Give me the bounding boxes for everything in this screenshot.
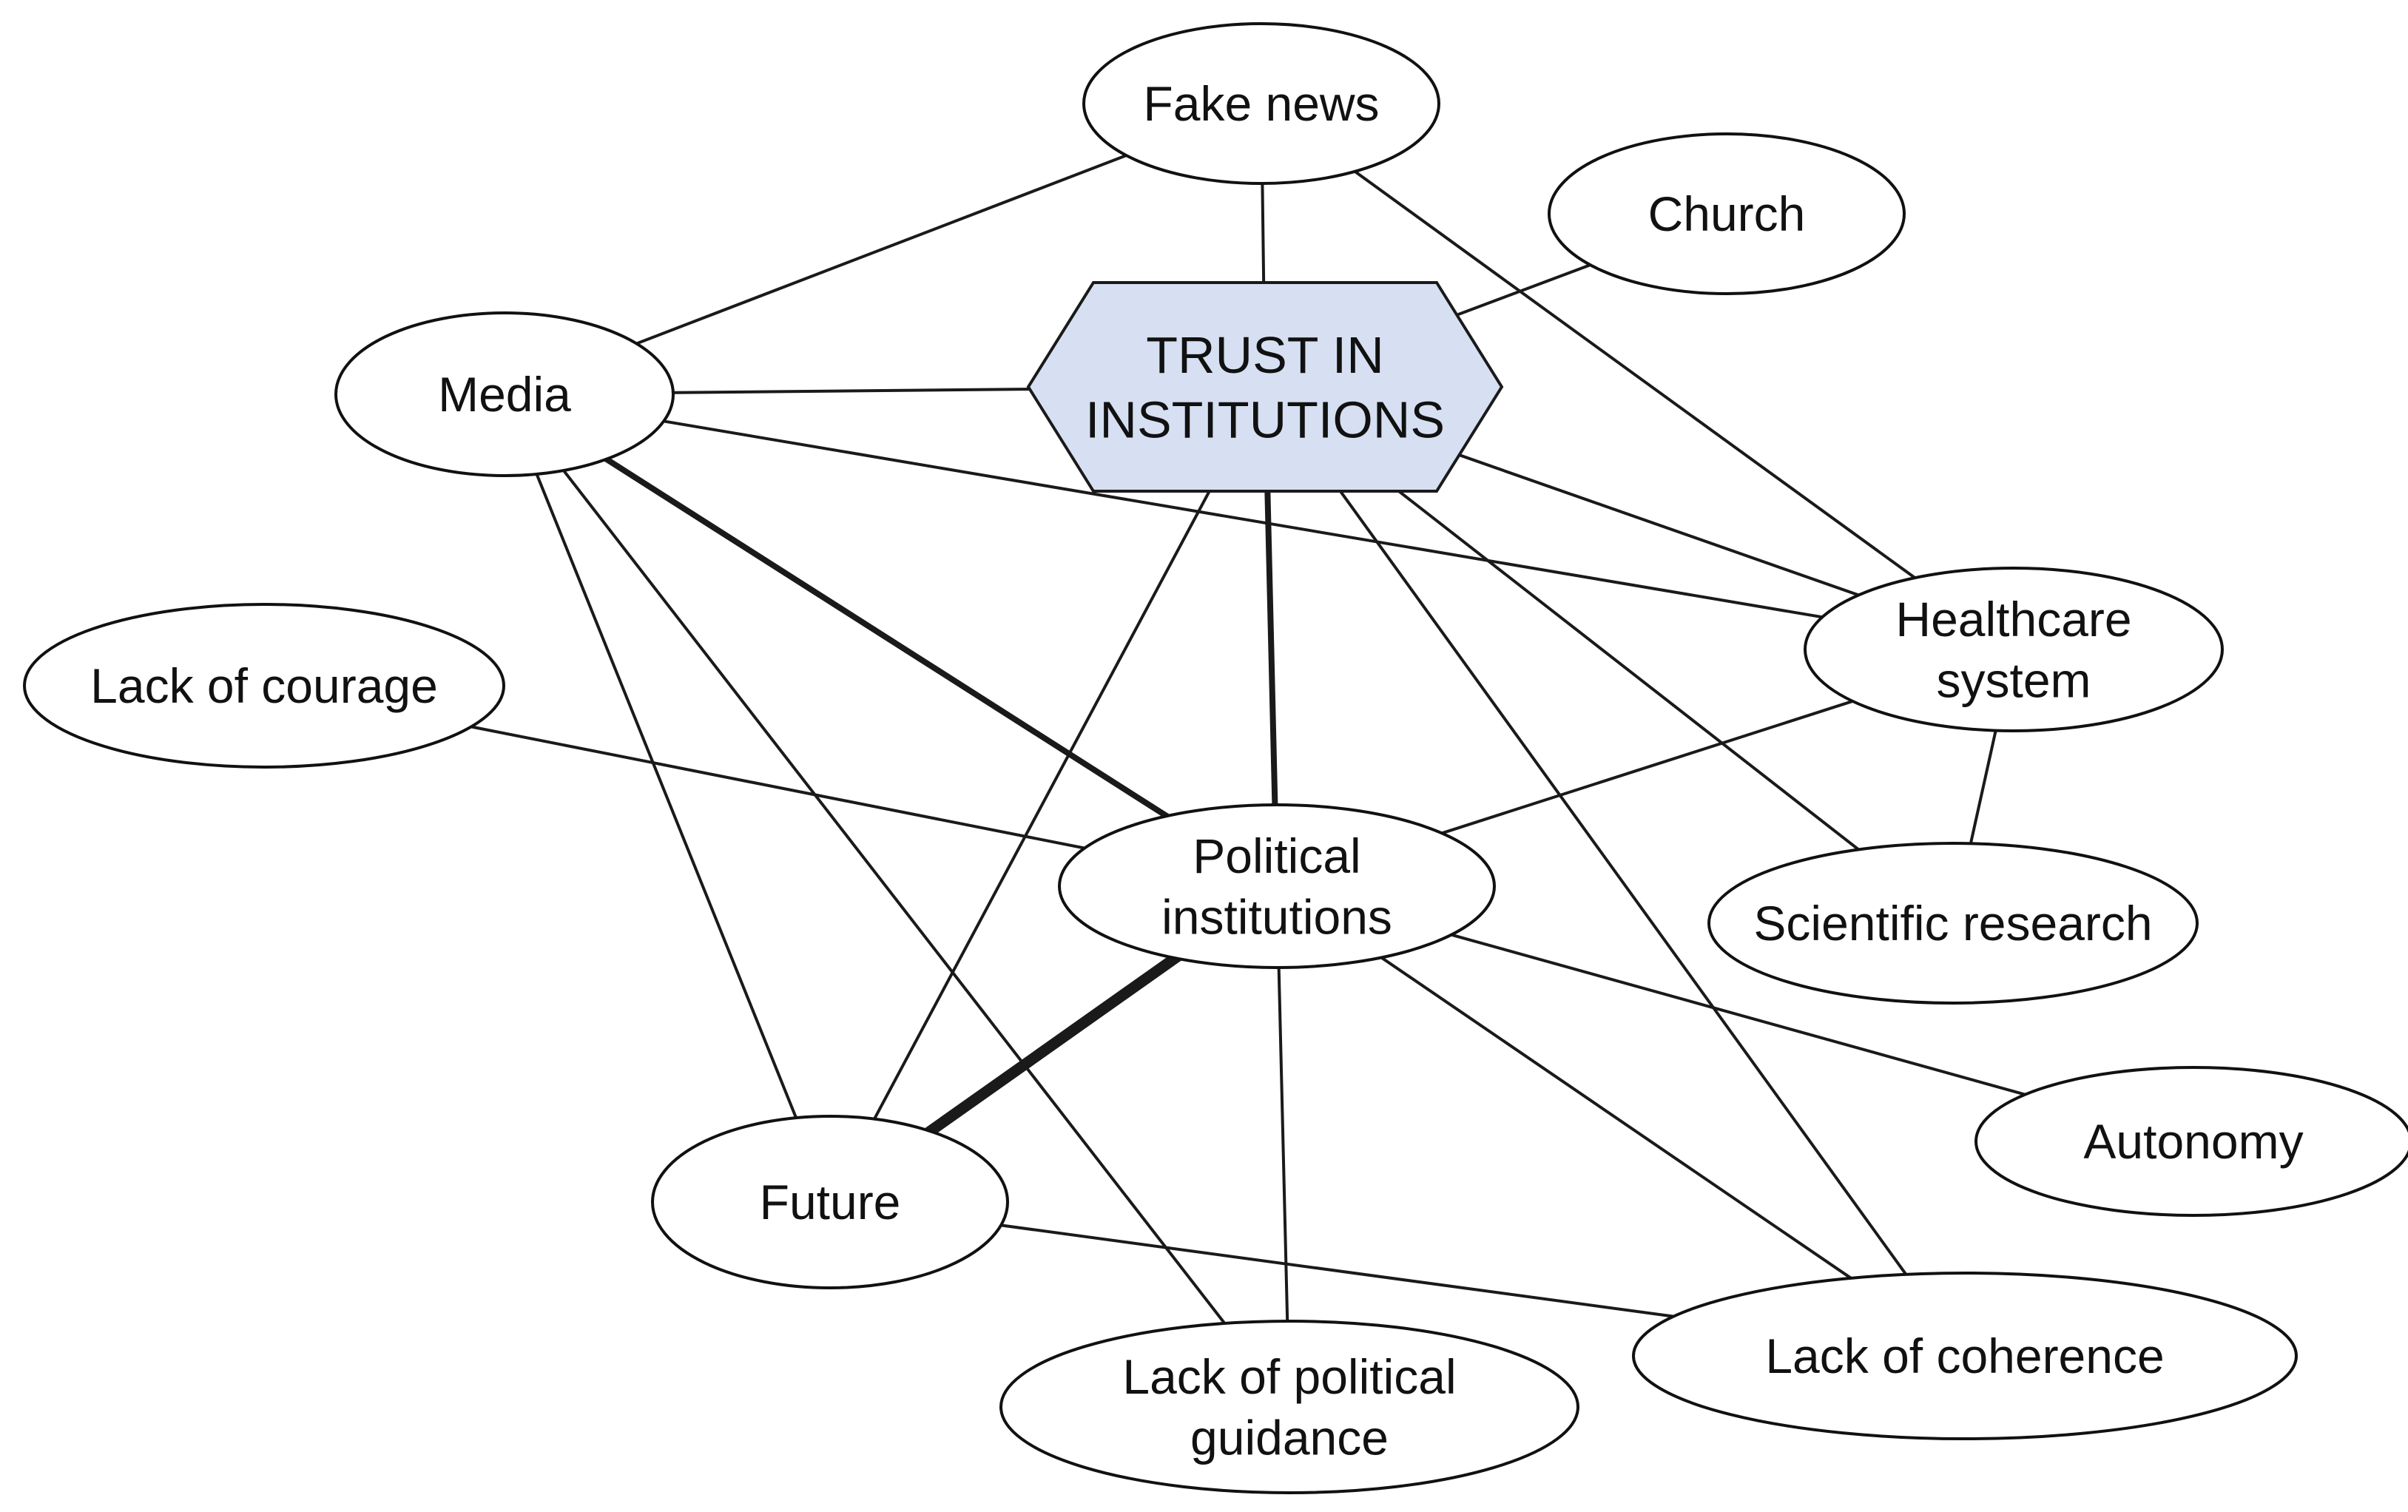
healthcare-label-line-1: Healthcare	[1895, 592, 2131, 647]
lack-guidance-label-line-2: guidance	[1190, 1410, 1389, 1465]
edge-media-to-political	[502, 391, 1279, 889]
ellipse-shape	[1804, 567, 2224, 732]
node-lack-courage: Lack of courage	[23, 603, 505, 769]
ellipse-shape	[1974, 1066, 2408, 1217]
ellipse-shape	[1707, 842, 2199, 1005]
church-label-line-1: Church	[1648, 186, 1806, 241]
edge-media-to-healthcare	[504, 393, 2014, 651]
hexagon-shape	[1026, 281, 1504, 493]
node-lack-coherence: Lack of coherence	[1632, 1272, 2298, 1440]
political-label-line-1: Political	[1193, 828, 1360, 883]
ellipse-shape	[999, 1320, 1579, 1494]
node-lack-guidance: Lack of political guidance	[999, 1320, 1579, 1494]
media-label-line-1: Media	[438, 367, 571, 422]
lack-courage-label-line-1: Lack of courage	[90, 658, 438, 713]
future-label-line-1: Future	[760, 1175, 901, 1229]
edge-media-to-lack-guidance	[503, 393, 1291, 1408]
fake-news-label-line-1: Fake news	[1143, 76, 1379, 131]
edge-trust-to-lack-coherence	[1264, 385, 1966, 1357]
node-church: Church	[1548, 132, 1906, 295]
trust-label-line-2: INSTITUTIONS	[1085, 391, 1445, 448]
node-autonomy: Autonomy	[1974, 1066, 2408, 1217]
edge-media-to-future	[503, 394, 832, 1203]
edge-trust-to-future	[829, 386, 1267, 1203]
trust-label-line-1: TRUST IN	[1146, 326, 1384, 384]
healthcare-label-line-2: system	[1936, 652, 2091, 707]
ellipse-shape	[334, 311, 675, 477]
ellipse-shape	[1058, 803, 1496, 969]
node-future: Future	[651, 1115, 1009, 1289]
node-media: Media	[334, 311, 675, 477]
ellipse-shape	[1082, 22, 1440, 185]
lack-coherence-label-line-1: Lack of coherence	[1765, 1329, 2164, 1383]
node-fake-news: Fake news	[1082, 22, 1440, 185]
ellipse-shape	[23, 603, 505, 769]
node-political: Political institutions	[1058, 803, 1496, 969]
node-scientific: Scientific research	[1707, 842, 2199, 1005]
nodes-layer: TRUST IN INSTITUTIONS Fake newsChurchMedia…	[23, 22, 2408, 1494]
edge-fake-news-to-healthcare	[1260, 102, 2015, 651]
scientific-label-line-1: Scientific research	[1753, 896, 2152, 951]
autonomy-label-line-1: Autonomy	[2083, 1114, 2303, 1169]
political-label-line-2: institutions	[1161, 889, 1392, 944]
ellipse-shape	[651, 1115, 1009, 1289]
ellipse-shape	[1632, 1272, 2298, 1440]
node-trust-in-institutions: TRUST IN INSTITUTIONS	[1026, 281, 1504, 493]
ellipse-shape	[1548, 132, 1906, 295]
lack-guidance-label-line-1: Lack of political	[1122, 1349, 1456, 1404]
